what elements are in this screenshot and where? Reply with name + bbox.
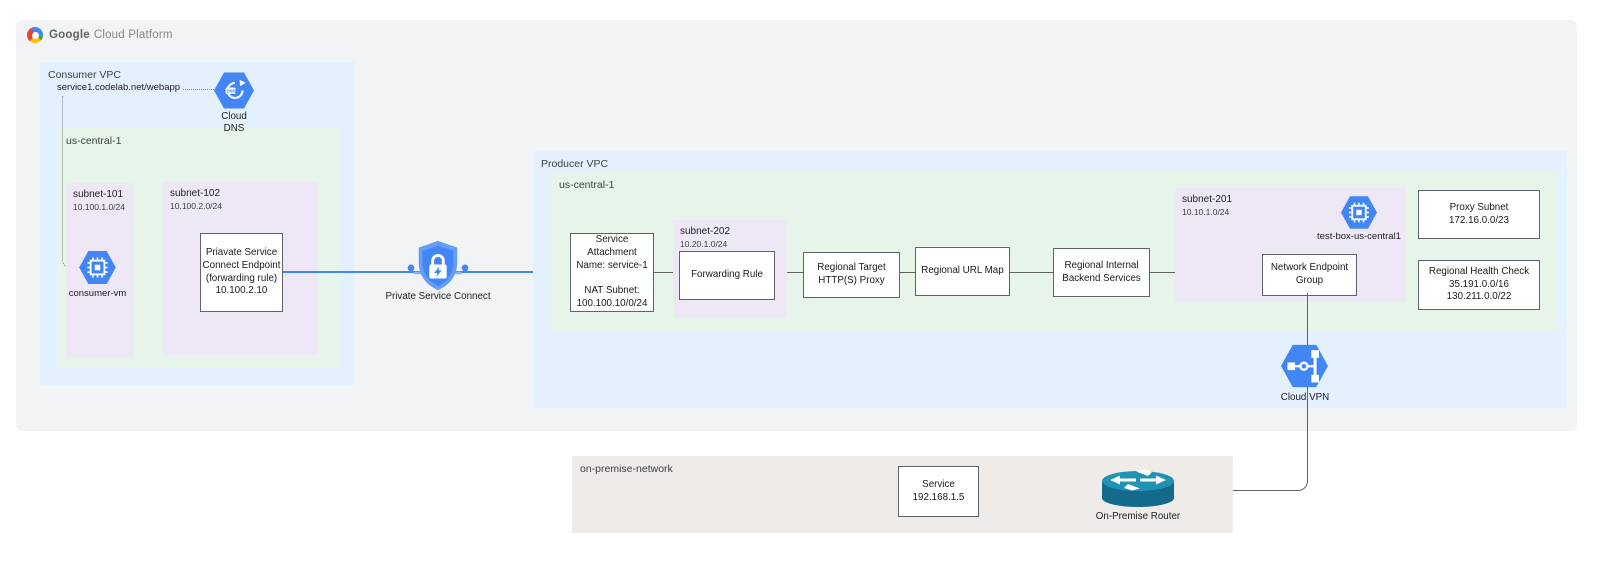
producer-region-label: us-central-1 bbox=[559, 179, 615, 191]
on-premise-network-label: on-premise-network bbox=[580, 463, 673, 475]
psc-label: Private Service Connect bbox=[385, 291, 491, 302]
connector bbox=[898, 272, 915, 273]
test-box-vm-icon bbox=[1341, 196, 1377, 229]
cloud-dns-icon: DNS bbox=[214, 72, 254, 109]
producer-vpc-label: Producer VPC bbox=[541, 158, 609, 170]
cloud-dns-label: Cloud DNS bbox=[221, 111, 247, 135]
regional-backend-services-node: Regional Internal Backend Services bbox=[1053, 248, 1150, 297]
on-premise-router-icon bbox=[1100, 469, 1176, 509]
connector bbox=[773, 272, 803, 273]
regional-target-proxy-node: Regional Target HTTP(S) Proxy bbox=[803, 252, 900, 298]
consumer-vm-icon bbox=[79, 251, 116, 284]
on-premise-service-node: Service 192.168.1.5 bbox=[898, 466, 979, 517]
connector bbox=[652, 272, 679, 273]
on-premise-router-label: On-Premise Router bbox=[1095, 511, 1181, 522]
consumer-vm-label: consumer-vm bbox=[68, 288, 127, 299]
cloud-vpn-icon bbox=[1281, 342, 1328, 390]
svg-text:DNS: DNS bbox=[227, 89, 236, 94]
connector bbox=[1008, 272, 1053, 273]
dns-record-to-clouddns-connector bbox=[183, 89, 214, 90]
test-box-vm-label: test-box-us-central1 bbox=[1317, 231, 1401, 242]
regional-health-check-node: Regional Health Check 35.191.0.0/16 130.… bbox=[1418, 260, 1540, 310]
service-attachment-node: Service Attachment Name: service-1 NAT S… bbox=[570, 233, 654, 312]
dns-record-text: service1.codelab.net/webapp bbox=[57, 82, 181, 93]
logo-google-text: Google bbox=[49, 29, 90, 41]
proxy-subnet-node: Proxy Subnet 172.16.0.0/23 bbox=[1418, 190, 1540, 239]
google-cloud-logo-icon bbox=[27, 27, 43, 43]
psc-endpoint-node: Priavate Service Connect Endpoint (forwa… bbox=[200, 233, 283, 312]
cloud-vpn-label: Cloud VPN bbox=[1280, 392, 1330, 403]
logo-platform-text: Cloud Platform bbox=[93, 29, 173, 41]
consumer-region-label: us-central-1 bbox=[66, 135, 122, 147]
consumer-vpc-label: Consumer VPC bbox=[48, 69, 121, 81]
forwarding-rule-node: Forwarding Rule bbox=[679, 251, 775, 300]
private-service-connect-icon bbox=[406, 239, 470, 293]
regional-url-map-node: Regional URL Map bbox=[915, 247, 1010, 296]
network-endpoint-group-node: Network Endpoint Group bbox=[1262, 254, 1357, 296]
